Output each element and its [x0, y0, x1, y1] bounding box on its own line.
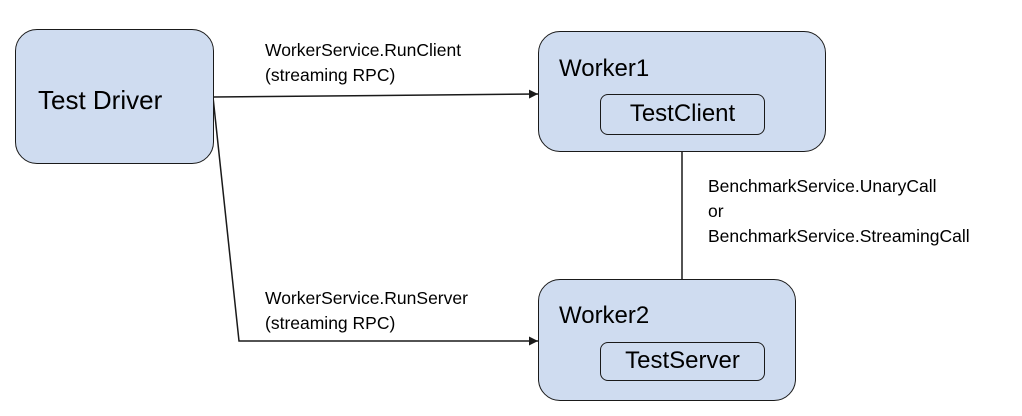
- run-client-method: WorkerService.RunClient: [265, 40, 462, 60]
- worker1-label: Worker1: [559, 55, 650, 82]
- benchmark-streaming-call: BenchmarkService.StreamingCall: [708, 226, 970, 246]
- run-client-arrow: [212, 89, 539, 99]
- run-server-type: (streaming RPC): [265, 313, 396, 333]
- run-client-edge-label: WorkerService.RunClient (streaming RPC): [265, 38, 461, 88]
- test-driver-node: Test Driver: [15, 29, 214, 164]
- test-client-label: TestClient: [629, 100, 736, 127]
- benchmark-or: or: [708, 201, 724, 221]
- worker2-node: Worker2 TestServer: [538, 279, 796, 401]
- run-server-edge-label: WorkerService.RunServer (streaming RPC): [265, 286, 468, 336]
- test-client-node: TestClient: [600, 94, 765, 135]
- run-server-arrow: [212, 96, 538, 346]
- benchmark-edge-label: BenchmarkService.UnaryCall or BenchmarkS…: [708, 174, 970, 249]
- test-driver-label: Test Driver: [38, 85, 163, 115]
- test-server-label: TestServer: [625, 347, 740, 374]
- run-client-type: (streaming RPC): [265, 65, 396, 85]
- worker2-label: Worker2: [559, 302, 650, 329]
- run-server-method: WorkerService.RunServer: [265, 288, 468, 308]
- worker1-node: Worker1 TestClient: [538, 31, 826, 152]
- benchmark-unary-call: BenchmarkService.UnaryCall: [708, 176, 937, 196]
- test-server-node: TestServer: [600, 342, 765, 381]
